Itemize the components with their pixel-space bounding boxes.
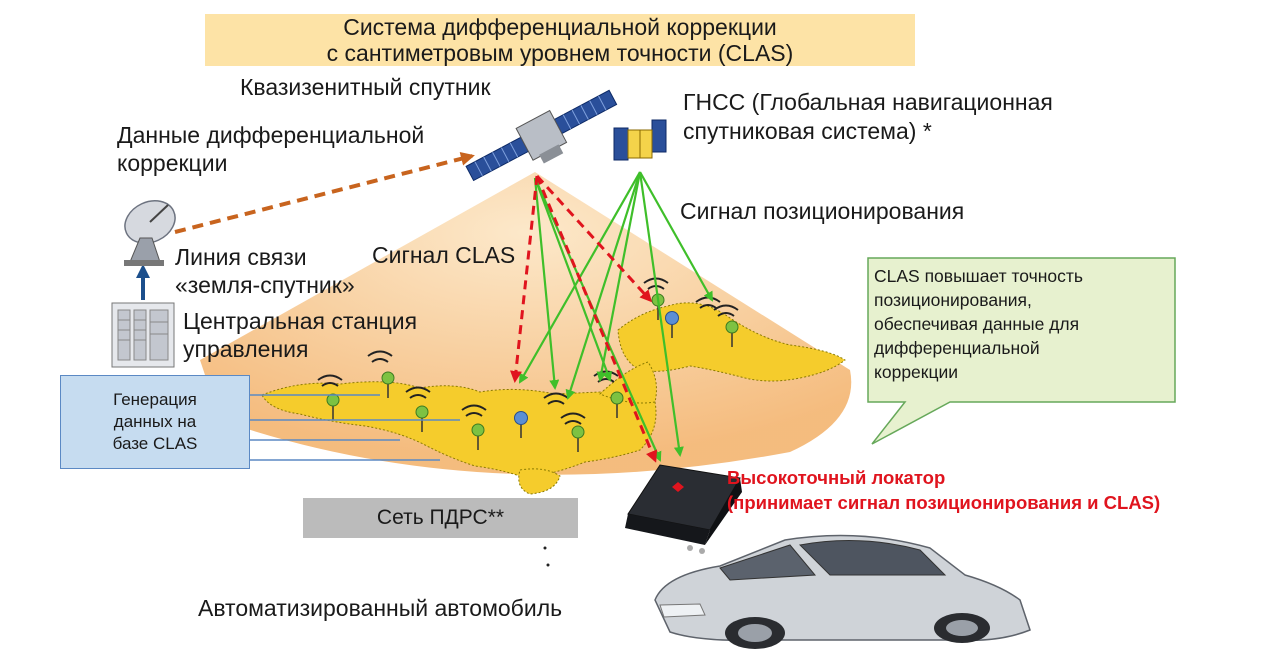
title-line-2: с сантиметровым уровнем точности (CLAS) xyxy=(205,40,915,66)
locator-label-line-2: (принимает сигнал позиционирования и CLA… xyxy=(727,492,1160,513)
network-label: Сеть ПДРС** xyxy=(303,498,578,538)
callout-line-5: коррекции xyxy=(874,360,1164,384)
control-station-icon xyxy=(112,303,174,367)
correction-data-label-line-2: коррекции xyxy=(117,150,227,176)
clas-generation-box: Генерация данных на базе CLAS xyxy=(60,375,250,469)
locator-device-icon xyxy=(625,465,742,554)
correction-data-label-line-1: Данные дифференциальной xyxy=(117,122,424,148)
car-icon xyxy=(655,536,1030,650)
callout-line-4: дифференциальной xyxy=(874,336,1164,360)
callout-line-1: CLAS повышает точность xyxy=(874,264,1164,288)
antenna-dish-icon xyxy=(118,193,182,266)
locator-label-line-1: Высокоточный локатор xyxy=(727,467,945,488)
positioning-signal-label: Сигнал позиционирования xyxy=(680,198,964,224)
control-station-label-line-2: управления xyxy=(183,336,308,362)
generation-box-line-2: данных на xyxy=(61,411,249,433)
car-label: Автоматизированный автомобиль xyxy=(198,595,562,621)
callout-line-2: позиционирования, xyxy=(874,288,1164,312)
qzss-label: Квазизенитный спутник xyxy=(240,74,491,100)
gnss-satellite-icon xyxy=(614,120,666,160)
clas-signal-label: Сигнал CLAS xyxy=(372,242,515,268)
title-line-1: Система дифференциальной коррекции xyxy=(205,14,915,40)
title-banner: Система дифференциальной коррекции с сан… xyxy=(205,14,915,66)
uplink-label-line-2: «земля-спутник» xyxy=(175,272,355,298)
generation-box-line-3: базе CLAS xyxy=(61,433,249,455)
generation-box-line-1: Генерация xyxy=(61,389,249,411)
uplink-label-line-1: Линия связи xyxy=(175,244,307,270)
callout-line-3: обеспечивая данные для xyxy=(874,312,1164,336)
callout-text: CLAS повышает точность позиционирования,… xyxy=(874,264,1164,384)
control-station-label-line-1: Центральная станция xyxy=(183,308,417,334)
gnss-label-line-1: ГНСС (Глобальная навигационная xyxy=(683,89,1053,115)
gnss-label-line-2: спутниковая система) * xyxy=(683,118,932,144)
